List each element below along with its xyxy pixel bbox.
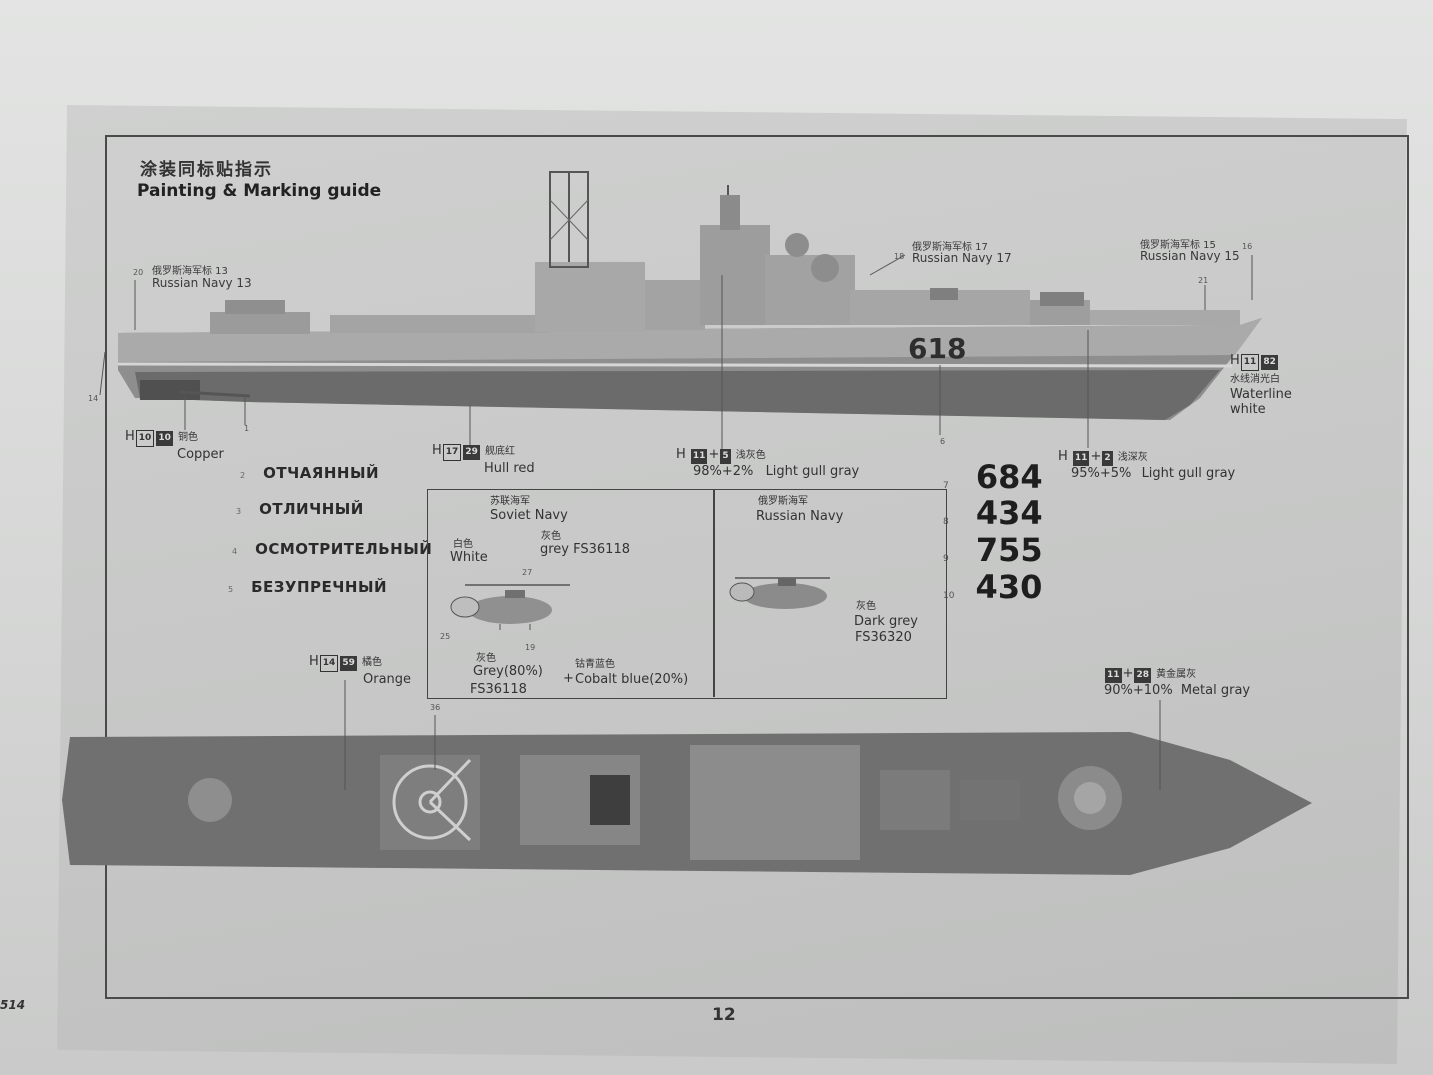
- dark-grey-cn: 灰色: [856, 601, 876, 612]
- callout-index: 1: [244, 424, 250, 433]
- soviet-navy-cn: 苏联海军: [490, 496, 530, 507]
- grey-cn: 灰色: [541, 531, 561, 542]
- callout-index: 21: [1198, 276, 1209, 285]
- fs36118-label: FS36118: [470, 682, 527, 697]
- russian-navy-cn: 俄罗斯海军: [758, 496, 808, 507]
- callout-index: 36: [430, 703, 441, 712]
- hull-number-option: 7 684: [943, 458, 1043, 496]
- grey-fs36118-label: grey FS36118: [540, 542, 630, 557]
- inset-divider: [713, 489, 715, 697]
- plus-sign: +: [563, 671, 574, 686]
- helicopter-soviet: [450, 584, 570, 630]
- bottom-grey-cn: 灰色: [476, 653, 496, 664]
- callout-russian-navy-17-cn: 俄罗斯海军标 17: [912, 242, 988, 253]
- callout-index: 19: [525, 643, 536, 652]
- callout-index: 20: [133, 268, 144, 277]
- callout-index: 27: [522, 568, 533, 577]
- callout-russian-navy-15: Russian Navy 15: [1140, 249, 1240, 263]
- title-english: Painting & Marking guide: [137, 181, 382, 201]
- callout-russian-navy-15-cn: 俄罗斯海军标 15: [1140, 240, 1216, 251]
- title-chinese: 涂装同标贴指示: [140, 160, 273, 180]
- color-light-gull-gray-right: H 11+2 浅深灰 95%+5% Light gull gray: [1058, 449, 1236, 481]
- helicopter-russian: [729, 577, 830, 609]
- callout-index: 14: [88, 394, 99, 403]
- hull-number-marking: 618: [908, 332, 967, 365]
- callout-index: 16: [1242, 242, 1253, 251]
- callout-russian-navy-13-cn: 俄罗斯海军标 13: [152, 266, 228, 277]
- corner-code: 514: [0, 998, 26, 1012]
- page-number: 12: [712, 1005, 736, 1025]
- page-frame: [105, 135, 1409, 999]
- cobalt-blue-label: Cobalt blue(20%): [575, 672, 689, 687]
- callout-index: 25: [440, 632, 451, 641]
- hull-number-option: 9 755: [943, 531, 1043, 569]
- callout-index: 6: [940, 437, 946, 446]
- helicopter-inset-box: [427, 489, 947, 699]
- dark-grey-label: Dark grey: [854, 614, 918, 629]
- white-label: White: [450, 550, 488, 565]
- color-light-gull-gray-left: H 11+5 浅灰色 98%+2% Light gull gray: [676, 447, 860, 479]
- cobalt-cn: 钴青蓝色: [575, 659, 615, 670]
- callout-russian-navy-13: Russian Navy 13: [152, 276, 252, 290]
- color-metal-gray: 11+28 黄金属灰 90%+10% Metal gray: [1104, 666, 1251, 698]
- leader-lines: [99, 254, 1253, 790]
- ship-top-view: [62, 732, 1312, 875]
- hull-number-option: 10 430: [943, 568, 1043, 606]
- callout-index: 18: [894, 252, 905, 261]
- hull-number-option: 8 434: [943, 494, 1043, 532]
- fs36320-label: FS36320: [855, 630, 912, 645]
- grey-80-label: Grey(80%): [473, 664, 543, 679]
- soviet-navy-label: Soviet Navy: [490, 508, 568, 523]
- white-cn: 白色: [453, 539, 473, 550]
- russian-navy-label: Russian Navy: [756, 509, 844, 524]
- callout-russian-navy-17: Russian Navy 17: [912, 251, 1012, 265]
- ship-side-profile: [117, 171, 1262, 420]
